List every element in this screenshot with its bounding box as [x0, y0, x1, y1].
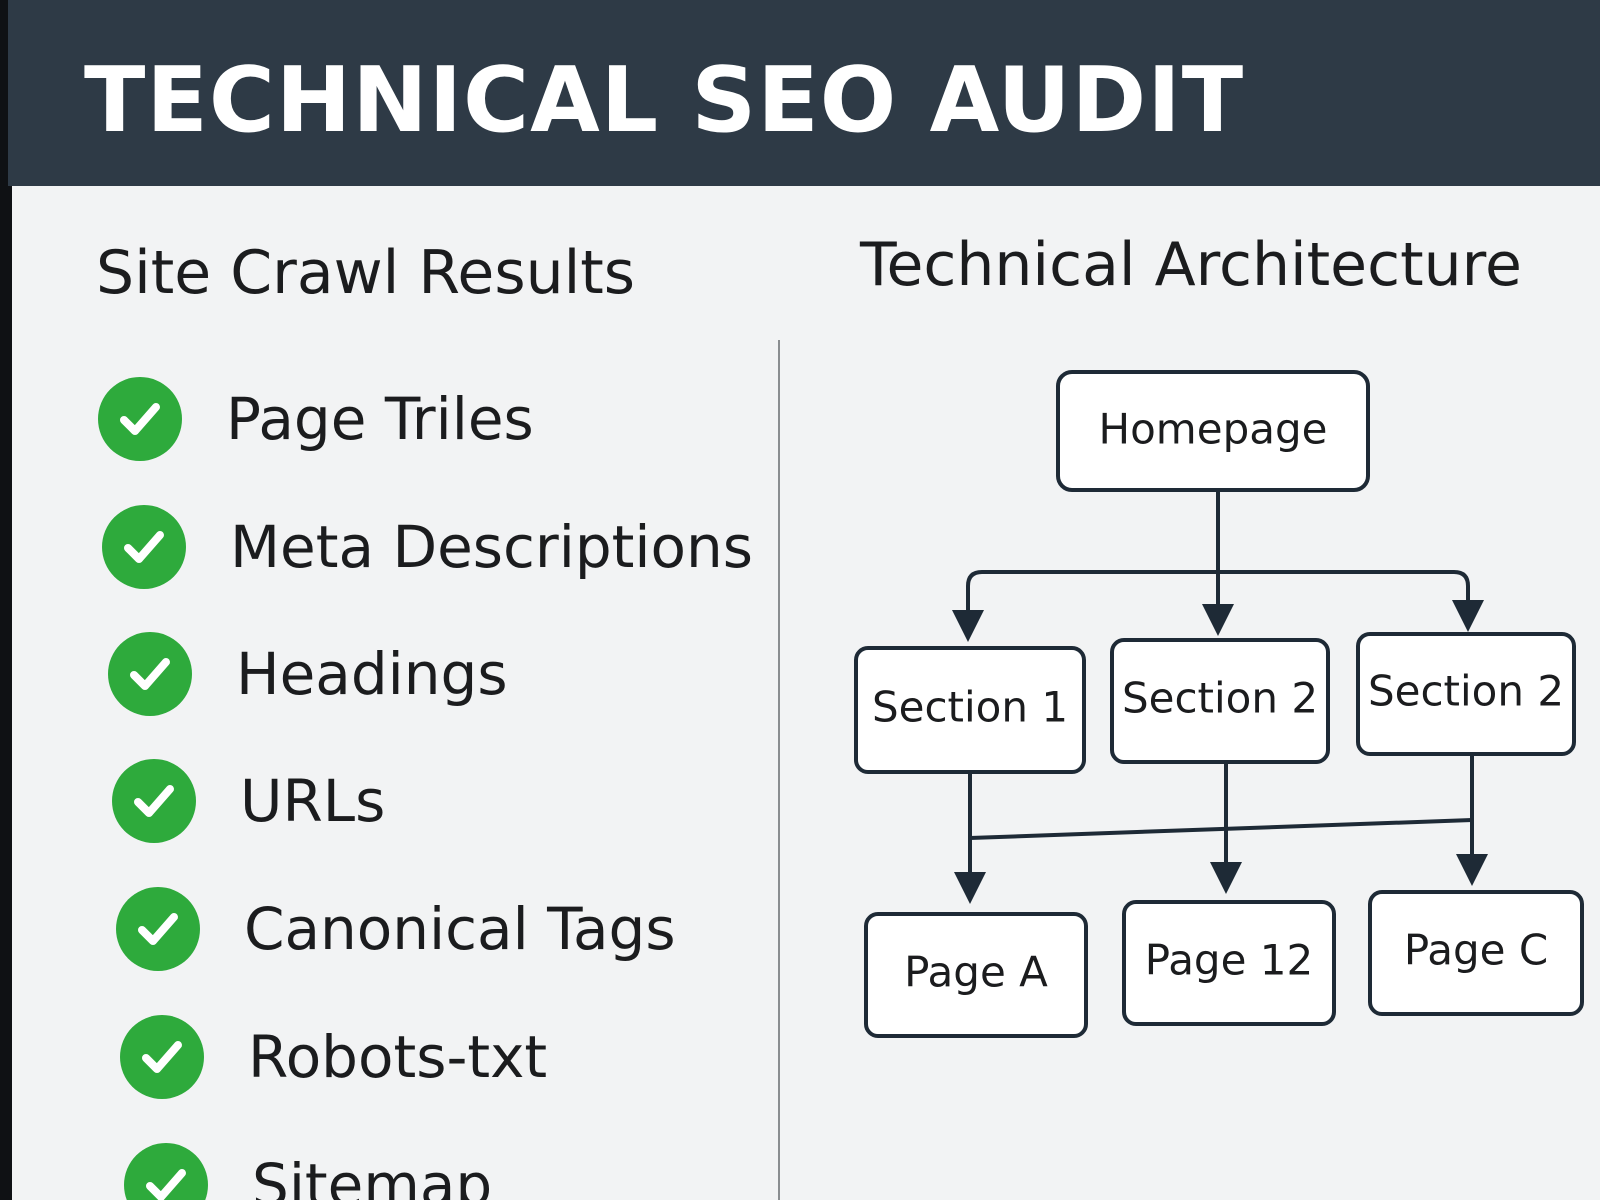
architecture-diagram: Homepage Section 1 Section 2 Section 2 P… [854, 370, 1584, 1038]
node-page-a [864, 912, 1088, 1038]
check-circle-icon [112, 759, 196, 843]
page-title: TECHNICAL SEO AUDIT [84, 48, 1245, 153]
connector-crosslink [969, 818, 1473, 840]
connector-home-section1 [952, 570, 1218, 642]
checklist-label: Headings [236, 640, 508, 708]
technical-architecture-title: Technical Architecture [860, 230, 1522, 300]
node-page-c [1368, 890, 1584, 1016]
checklist-label: Meta Descriptions [230, 513, 753, 581]
checklist-label: Robots-txt [248, 1023, 548, 1091]
node-label-section-1: Section 1 [872, 683, 1068, 732]
site-crawl-results-title: Site Crawl Results [96, 238, 636, 308]
checklist-label: Sitemap [252, 1151, 493, 1200]
checklist-item-sitemap: Sitemap [124, 1140, 492, 1200]
node-label-homepage: Homepage [1099, 405, 1328, 454]
checklist-item-page-titles: Page Triles [98, 374, 534, 464]
checklist-label: Page Triles [226, 385, 534, 453]
node-section-1 [854, 646, 1086, 774]
node-homepage [1056, 370, 1370, 492]
header-bar: TECHNICAL SEO AUDIT [8, 0, 1600, 186]
connector-home-section3 [1218, 570, 1484, 632]
node-label-page-c: Page C [1404, 926, 1548, 975]
node-section-3 [1356, 632, 1576, 756]
checklist-item-meta-descriptions: Meta Descriptions [102, 502, 753, 592]
node-label-page-12: Page 12 [1145, 936, 1313, 985]
check-circle-icon [120, 1015, 204, 1099]
node-page-12 [1122, 900, 1336, 1026]
checklist-item-robots-txt: Robots-txt [120, 1012, 547, 1102]
checklist-item-urls: URLs [112, 756, 385, 846]
content-panel: Site Crawl Results Technical Architectur… [12, 186, 1600, 1200]
checklist-label: Canonical Tags [244, 895, 676, 963]
check-circle-icon [98, 377, 182, 461]
check-circle-icon [102, 505, 186, 589]
node-label-section-3: Section 2 [1368, 667, 1564, 716]
checklist-label: URLs [240, 767, 386, 835]
node-section-2 [1110, 638, 1330, 764]
node-label-page-a: Page A [904, 948, 1048, 997]
column-divider [778, 340, 780, 1200]
check-circle-icon [108, 632, 192, 716]
checklist-item-canonical-tags: Canonical Tags [116, 884, 676, 974]
node-label-section-2: Section 2 [1122, 674, 1318, 723]
check-circle-icon [116, 887, 200, 971]
checklist-item-headings: Headings [108, 629, 508, 719]
